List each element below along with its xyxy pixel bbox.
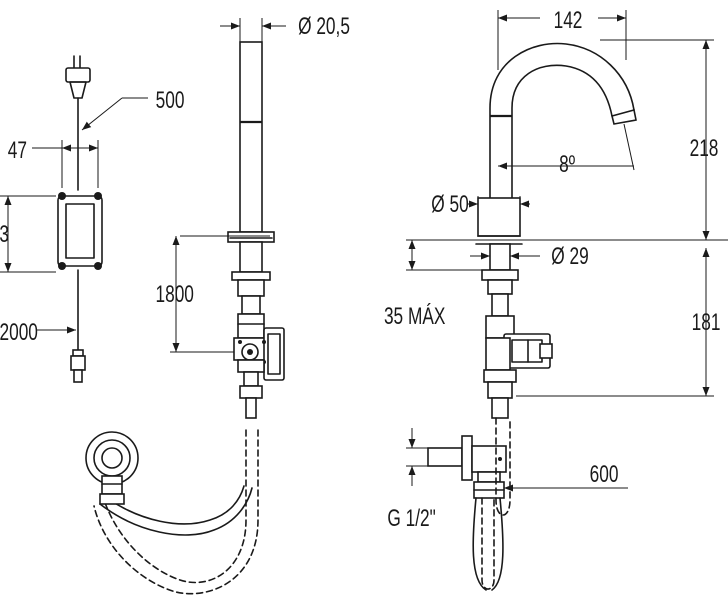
control-box-view: 500 47 93 2000 [0, 55, 185, 383]
cable-length-label-a: 500 [156, 87, 185, 113]
box-height-label: 93 [0, 221, 9, 247]
reach-label: 142 [554, 7, 583, 33]
side-valve-icon [503, 333, 553, 369]
gooseneck-spout-icon [489, 42, 637, 199]
control-box-icon [57, 192, 103, 270]
angle-valve-icon [427, 435, 507, 499]
box-width-label: 47 [8, 137, 27, 163]
below-deck-label: 181 [692, 309, 721, 335]
tube-diameter-label: Ø 20,5 [298, 13, 350, 39]
cable-length-label-b: 2000 [0, 319, 38, 345]
wall-valve-icon [85, 431, 139, 505]
max-deck-label: 35 MÁX [384, 303, 445, 329]
plug-icon [65, 55, 91, 191]
angle-label: 8º [559, 151, 575, 177]
height-label: 218 [690, 135, 719, 161]
cable-length-label-c: 1800 [155, 281, 193, 307]
solenoid-valve-icon [233, 313, 285, 419]
front-elevation-view: 142 8º 218 Ø 50 Ø 29 [384, 7, 728, 591]
side-elevation-view: Ø 20,5 1800 [85, 13, 350, 595]
base-diameter-label: Ø 50 [431, 191, 468, 217]
thread-label: G 1/2" [387, 505, 435, 531]
shank-diameter-label: Ø 29 [551, 243, 588, 269]
hose-length-label: 600 [590, 461, 619, 487]
